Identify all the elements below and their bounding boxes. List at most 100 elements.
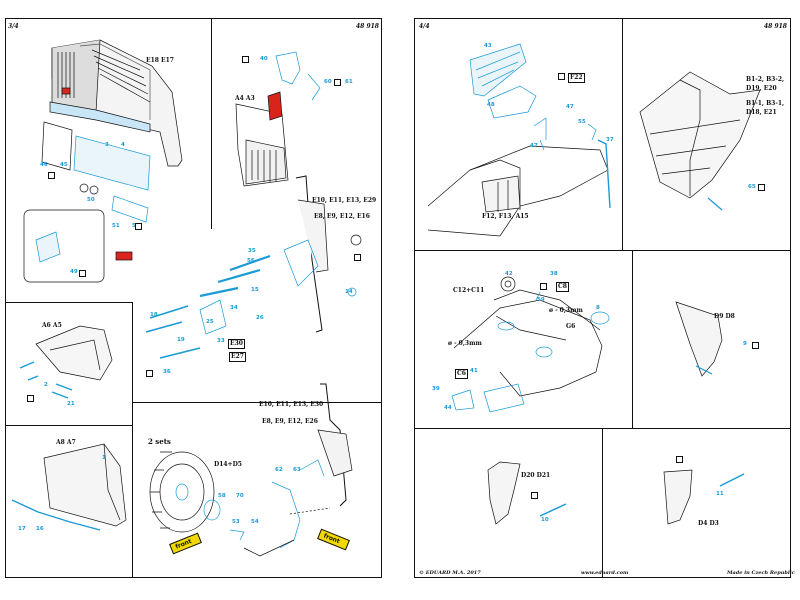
part-number: 37	[606, 137, 614, 143]
part-number: 36	[163, 369, 171, 375]
part-number: 35	[248, 248, 256, 254]
part-number: 11	[716, 491, 724, 497]
part-ref: C12+C11	[453, 287, 485, 294]
part-number: 70	[236, 493, 244, 499]
bend-icon	[79, 270, 86, 277]
part-number: 53	[232, 519, 240, 525]
divider	[211, 18, 212, 229]
divider	[632, 250, 633, 428]
part-ref: ø - 0,3mm	[549, 307, 583, 314]
part-number: 21	[67, 401, 75, 407]
left-page	[5, 18, 382, 578]
part-number: 33	[217, 338, 225, 344]
part-number: 15	[251, 287, 259, 293]
part-number: 39	[432, 386, 440, 392]
divider	[602, 428, 603, 578]
part-ref: A6 A5	[42, 322, 62, 329]
part-number: 58	[218, 493, 226, 499]
part-number: 60	[324, 79, 332, 85]
part-ref: D4 D3	[698, 520, 719, 527]
part-number: 63	[293, 467, 301, 473]
part-number: 19	[177, 337, 185, 343]
part-number: 49	[70, 269, 78, 275]
divider	[132, 302, 133, 578]
part-number: 10	[541, 517, 549, 523]
part-ref: E10, E11, E13, E30	[259, 401, 324, 408]
part-ref: E8, E9, E12, E16	[314, 213, 370, 220]
bend-icon	[758, 184, 765, 191]
part-ref: A4 A3	[235, 95, 255, 102]
part-number: 16	[36, 526, 44, 532]
part-ref-box: F22	[568, 73, 585, 83]
bend-icon	[48, 172, 55, 179]
part-number: 61	[345, 79, 353, 85]
part-number: 46	[40, 162, 48, 168]
part-ref: ø - 0,3mm	[448, 340, 482, 347]
set-code: 48 918	[764, 23, 787, 30]
divider	[5, 302, 132, 303]
part-number: 47	[566, 104, 574, 110]
part-number: 25	[206, 319, 214, 325]
bend-icon	[752, 342, 759, 349]
part-ref: G6	[566, 323, 576, 330]
part-ref: A8 A7	[56, 439, 76, 446]
part-number: 41	[470, 368, 478, 374]
part-number: 43	[484, 43, 492, 49]
part-number: 26	[256, 315, 264, 321]
bend-icon	[540, 283, 547, 290]
part-number: 51	[112, 223, 120, 229]
part-number: 48	[487, 102, 495, 108]
bend-icon	[135, 223, 142, 230]
part-number: 1	[102, 455, 106, 461]
part-ref: E18 E17	[146, 57, 174, 64]
part-ref-box: C6	[455, 369, 468, 379]
part-number: 9	[743, 341, 747, 347]
website: www.eduard.com	[581, 570, 629, 576]
part-ref: B1-1, B3-1,	[746, 100, 785, 107]
part-ref-box: E27	[229, 352, 246, 362]
divider	[622, 18, 623, 250]
part-number: 50	[87, 197, 95, 203]
set-code: 48 918	[356, 23, 379, 30]
bend-icon	[334, 79, 341, 86]
part-number: 4	[121, 142, 125, 148]
part-number: 18	[150, 312, 158, 318]
part-ref: E8, E9, E12, E26	[262, 418, 318, 425]
part-ref-box: E30	[228, 339, 245, 349]
part-ref: D19, E20	[746, 85, 777, 92]
part-number: 2	[44, 382, 48, 388]
part-number: 47	[530, 143, 538, 149]
bend-icon	[146, 370, 153, 377]
bend-icon	[27, 395, 34, 402]
part-number: 3	[105, 142, 109, 148]
bend-icon	[558, 73, 565, 80]
copyright: © EDUARD M.A. 2017	[419, 570, 481, 576]
part-ref: D14+D5	[214, 461, 242, 468]
part-number: 44	[444, 405, 452, 411]
divider	[414, 250, 791, 251]
part-ref: D20 D21	[521, 472, 551, 479]
part-number: 17	[18, 526, 26, 532]
sets-note: 2 sets	[148, 437, 171, 446]
part-number: 56	[247, 258, 255, 264]
page-number: 4/4	[419, 23, 430, 30]
part-number: 55	[578, 119, 586, 125]
part-number: 34	[230, 305, 238, 311]
divider	[5, 425, 132, 426]
part-number: 45	[60, 162, 68, 168]
divider	[132, 402, 382, 403]
origin: Made in Czech Republic	[727, 570, 795, 576]
bend-icon	[531, 492, 538, 499]
bend-icon	[354, 254, 361, 261]
page-number: 3/4	[8, 23, 19, 30]
part-number: 40	[260, 56, 268, 62]
bend-icon	[242, 56, 249, 63]
part-number: 62	[275, 467, 283, 473]
part-ref: D18, E21	[746, 109, 777, 116]
bend-icon	[676, 456, 683, 463]
part-ref: B1-2, B3-2,	[746, 76, 785, 83]
part-number: 54	[251, 519, 259, 525]
part-ref: D9 D8	[714, 313, 735, 320]
part-number: 42	[505, 271, 513, 277]
